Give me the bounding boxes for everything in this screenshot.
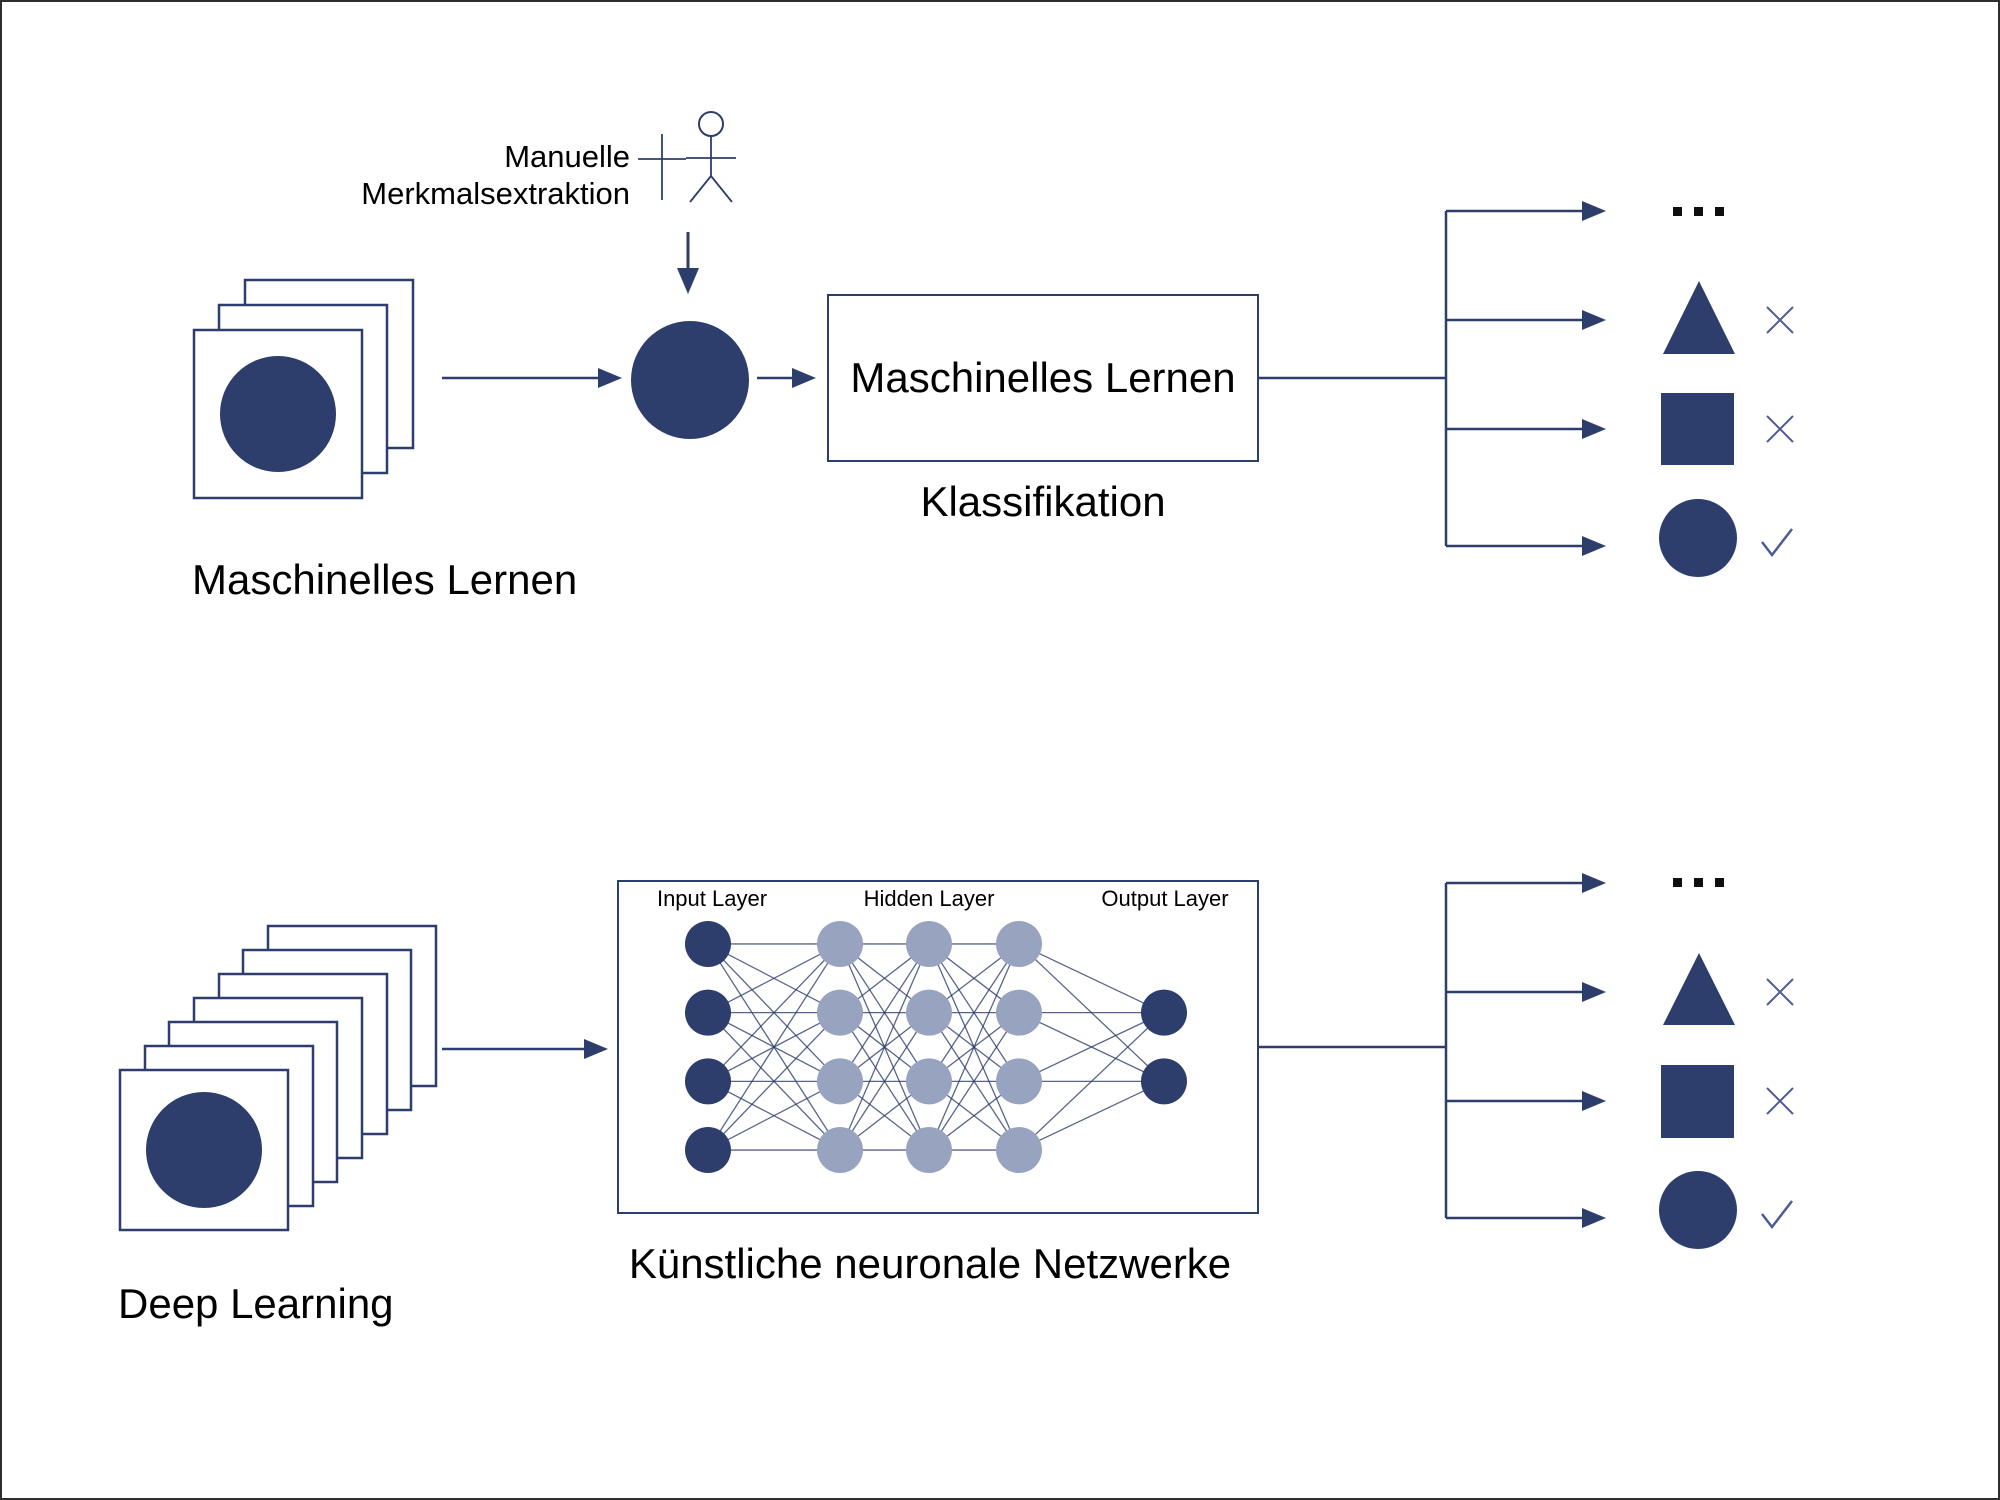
fanout-arrow — [1446, 1208, 1606, 1228]
arrow-stack-to-feature — [442, 368, 622, 388]
ml-box-label: Maschinelles Lernen — [850, 354, 1236, 401]
fanout-arrow — [1446, 536, 1606, 556]
nn-node — [906, 1058, 952, 1105]
fanout-arrow — [1446, 310, 1606, 330]
nn-node — [817, 920, 863, 967]
check-icon — [1761, 1200, 1793, 1230]
feature-circle — [631, 321, 749, 439]
nn-node — [817, 989, 863, 1036]
nn-node — [685, 1127, 731, 1174]
nn-node — [906, 989, 952, 1036]
fanout-arrow — [1446, 201, 1606, 221]
knn-caption: Künstliche neuronale Netzwerke — [628, 1240, 1232, 1287]
input-layer-label: Input Layer — [656, 886, 768, 911]
arrow-manual-down — [677, 232, 699, 294]
ellipsis-icon — [1673, 207, 1724, 216]
triangle-class-icon — [1663, 953, 1735, 1025]
nn-node — [906, 920, 952, 967]
nn-node — [1141, 989, 1187, 1036]
image-stack-icon — [192, 278, 415, 500]
nn-node — [817, 1127, 863, 1174]
square-class-icon — [1661, 393, 1734, 465]
triangle-class-icon — [1663, 281, 1735, 354]
nn-node — [996, 920, 1042, 967]
nn-node — [1141, 1058, 1187, 1105]
cross-icon — [1766, 306, 1794, 334]
square-class-icon — [1661, 1065, 1734, 1138]
manual-extraction-label: Manuelle Merkmalsextraktion — [320, 138, 630, 212]
cross-icon — [1766, 1087, 1794, 1115]
neural-network-box — [617, 880, 1259, 1214]
nn-node — [685, 989, 731, 1036]
nn-node — [906, 1127, 952, 1174]
circle-class-icon — [1659, 499, 1737, 577]
ellipsis-icon — [1673, 878, 1724, 887]
fanout-arrow — [1446, 419, 1606, 439]
check-icon — [1761, 528, 1793, 558]
fanout-arrow — [1446, 982, 1606, 1002]
stick-figure-icon — [638, 111, 736, 203]
fanout-arrow — [1446, 1091, 1606, 1111]
nn-network — [685, 920, 1187, 1174]
cross-icon — [1766, 415, 1794, 443]
ml-stack-label: Maschinelles Lernen — [192, 556, 578, 603]
nn-node — [996, 1127, 1042, 1174]
manual-extraction-line1: Manuelle — [504, 139, 630, 174]
nn-edges — [707, 943, 1165, 1151]
hidden-layer-label: Hidden Layer — [863, 886, 995, 911]
deep-learning-label: Deep Learning — [118, 1280, 394, 1327]
deep-image-stack-icon — [118, 924, 438, 1232]
ml-classifier-box: Maschinelles Lernen — [827, 294, 1259, 462]
fanout-arrow — [1446, 873, 1606, 893]
cross-icon — [1766, 978, 1794, 1006]
top-fanout — [1259, 201, 1606, 556]
nn-node — [685, 1058, 731, 1105]
arrow-stack-to-nn — [442, 1039, 608, 1059]
classification-caption: Klassifikation — [920, 478, 1166, 525]
nn-node — [817, 1058, 863, 1105]
nn-node — [685, 920, 731, 967]
output-layer-label: Output Layer — [1101, 886, 1229, 911]
nn-node — [996, 1058, 1042, 1105]
circle-class-icon — [1659, 1171, 1737, 1249]
bottom-fanout — [1259, 873, 1606, 1228]
manual-extraction-line2: Merkmalsextraktion — [361, 176, 630, 211]
arrow-feature-to-box — [757, 368, 816, 388]
nn-node — [996, 989, 1042, 1036]
